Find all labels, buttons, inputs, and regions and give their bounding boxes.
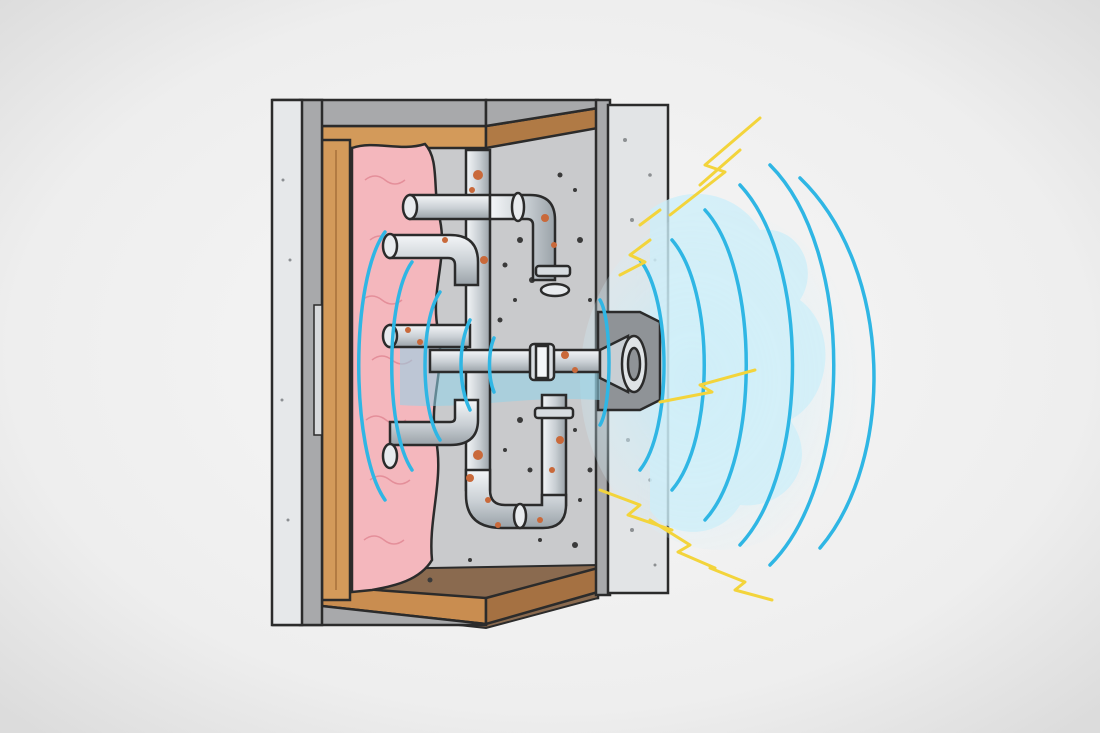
drywall-edge-handle — [313, 304, 323, 436]
spark-icon — [598, 116, 774, 602]
rust-spots — [405, 170, 578, 528]
left-drywall-panel — [270, 98, 304, 627]
sound-wave-icon — [357, 163, 876, 567]
moisture-sensor-icon — [598, 333, 648, 395]
